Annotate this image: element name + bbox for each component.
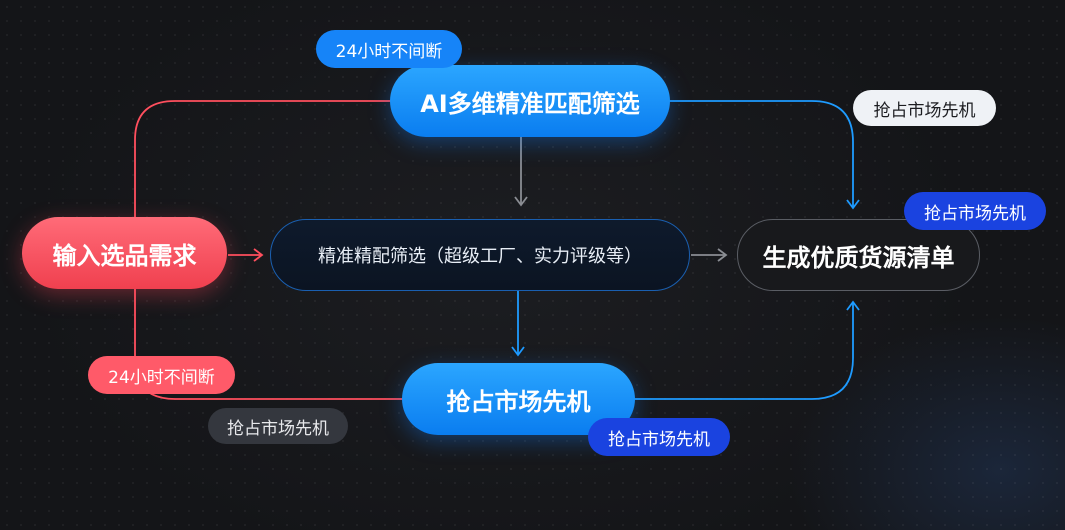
node-ai-filter: AI多维精准匹配筛选 bbox=[390, 65, 670, 137]
tag-grab-market-grey: 抢占市场先机 bbox=[208, 408, 348, 444]
tag-grab-market-white: 抢占市场先机 bbox=[853, 90, 996, 126]
node-output-list: 生成优质货源清单 bbox=[737, 219, 980, 291]
tag-24h-top: 24小时不间断 bbox=[316, 30, 462, 68]
edge-input-to-ai bbox=[134, 100, 392, 217]
arrowhead-ai-to-output bbox=[846, 199, 860, 210]
node-precise-filter: 精准精配筛选（超级工厂、实力评级等） bbox=[270, 219, 690, 291]
arrowhead-ai-to-filter bbox=[514, 196, 528, 207]
arrowhead-bottom-to-output bbox=[846, 300, 860, 311]
tag-grab-market-blue-bottom: 抢占市场先机 bbox=[588, 418, 730, 456]
arrowhead-filter-to-bottom bbox=[511, 346, 525, 357]
node-input-request: 输入选品需求 bbox=[22, 217, 227, 289]
arrowhead-input-to-filter bbox=[253, 248, 264, 262]
arrowhead-filter-to-output bbox=[717, 248, 728, 262]
edge-ai-to-output bbox=[668, 100, 854, 208]
tag-24h-left: 24小时不间断 bbox=[88, 356, 235, 394]
edge-bottom-to-output bbox=[633, 302, 854, 400]
tag-grab-market-blue-right: 抢占市场先机 bbox=[904, 192, 1046, 230]
